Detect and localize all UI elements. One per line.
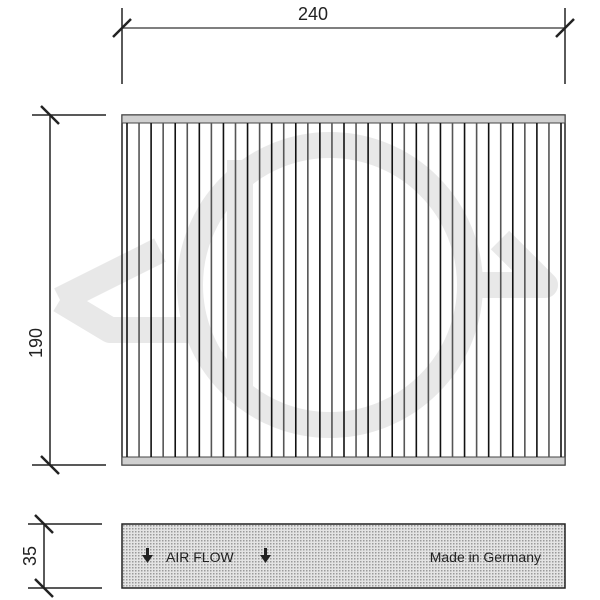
- airflow-label: AIR FLOW: [166, 549, 234, 565]
- depth-dimension: [28, 514, 102, 598]
- watermark-logo: [53, 132, 558, 438]
- depth-label: 35: [20, 546, 40, 566]
- arrow-down-icon: [142, 548, 153, 563]
- filter-side-view: [121, 523, 566, 589]
- width-dimension: [112, 8, 575, 84]
- height-dimension: [32, 105, 106, 475]
- made-in-label: Made in Germany: [430, 549, 541, 565]
- width-label: 240: [298, 4, 328, 24]
- arrow-down-icon: [260, 548, 271, 563]
- height-label: 190: [26, 328, 46, 358]
- filter-front-view: [121, 114, 566, 466]
